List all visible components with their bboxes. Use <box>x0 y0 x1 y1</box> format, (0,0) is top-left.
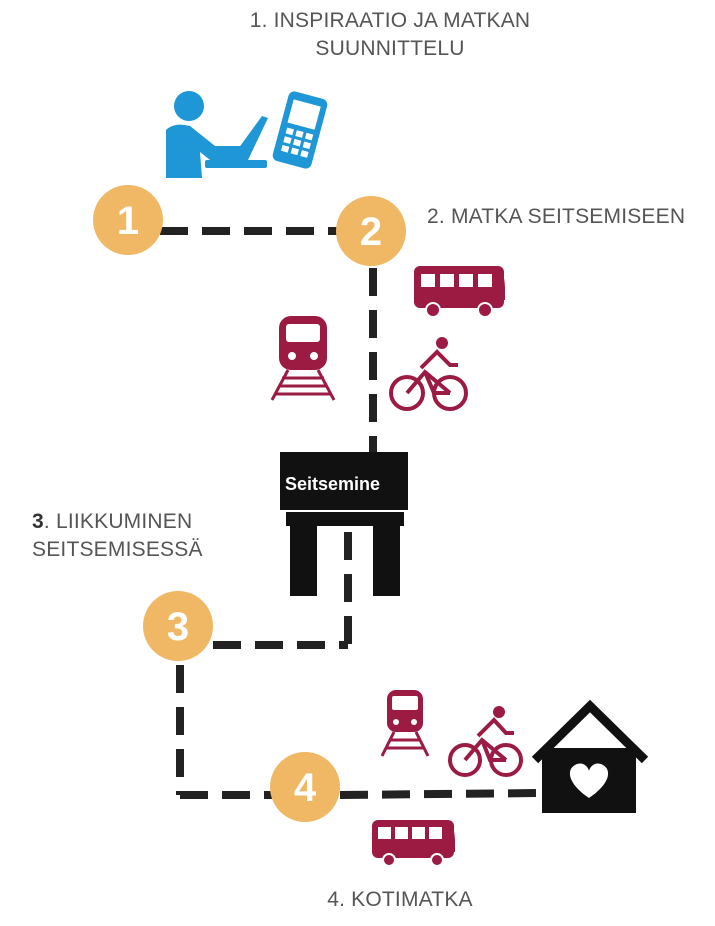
step-3-title-line1: . LIIKKUMINEN <box>43 510 193 533</box>
station-label: Seitsemine <box>285 474 380 494</box>
gate-icon <box>280 452 408 596</box>
step-3-title-line2: SEITSEMISESSÄ <box>32 538 203 561</box>
step-2-title: 2. MATKA SEITSEMISEEN <box>427 205 686 228</box>
svg-text:2: 2 <box>360 210 382 254</box>
bus-icon <box>372 820 455 867</box>
step-3-title: 3. LIIKKUMINEN SEITSEMISESSÄ <box>32 508 203 564</box>
step-3-title-number: 3 <box>32 510 44 533</box>
step-1-title-line2: SUUNNITTELU <box>315 37 465 60</box>
step-badge-3: 3 <box>143 591 213 661</box>
bicycle-icon <box>389 337 468 411</box>
person-laptop-icon <box>166 91 268 178</box>
step-badge-1: 1 <box>93 185 163 255</box>
step-1-title-line1: 1. INSPIRAATIO JA MATKAN <box>249 9 531 32</box>
step-1-title: 1. INSPIRAATIO JA MATKAN SUUNNITTELU <box>190 7 590 63</box>
step-4-title: 4. KOTIMATKA <box>327 888 473 911</box>
step-badge-4: 4 <box>270 752 340 822</box>
train-icon <box>380 690 430 757</box>
mobile-phone-icon <box>272 91 328 169</box>
bicycle-icon <box>448 706 523 777</box>
bus-icon <box>414 266 505 318</box>
journey-path <box>160 227 541 799</box>
home-heart-icon <box>531 699 649 813</box>
svg-text:4: 4 <box>294 766 317 810</box>
train-icon <box>270 316 336 401</box>
step-badge-2: 2 <box>336 196 406 266</box>
svg-text:3: 3 <box>167 605 189 649</box>
svg-text:1: 1 <box>117 199 139 243</box>
path-segment-4-home <box>339 789 541 799</box>
